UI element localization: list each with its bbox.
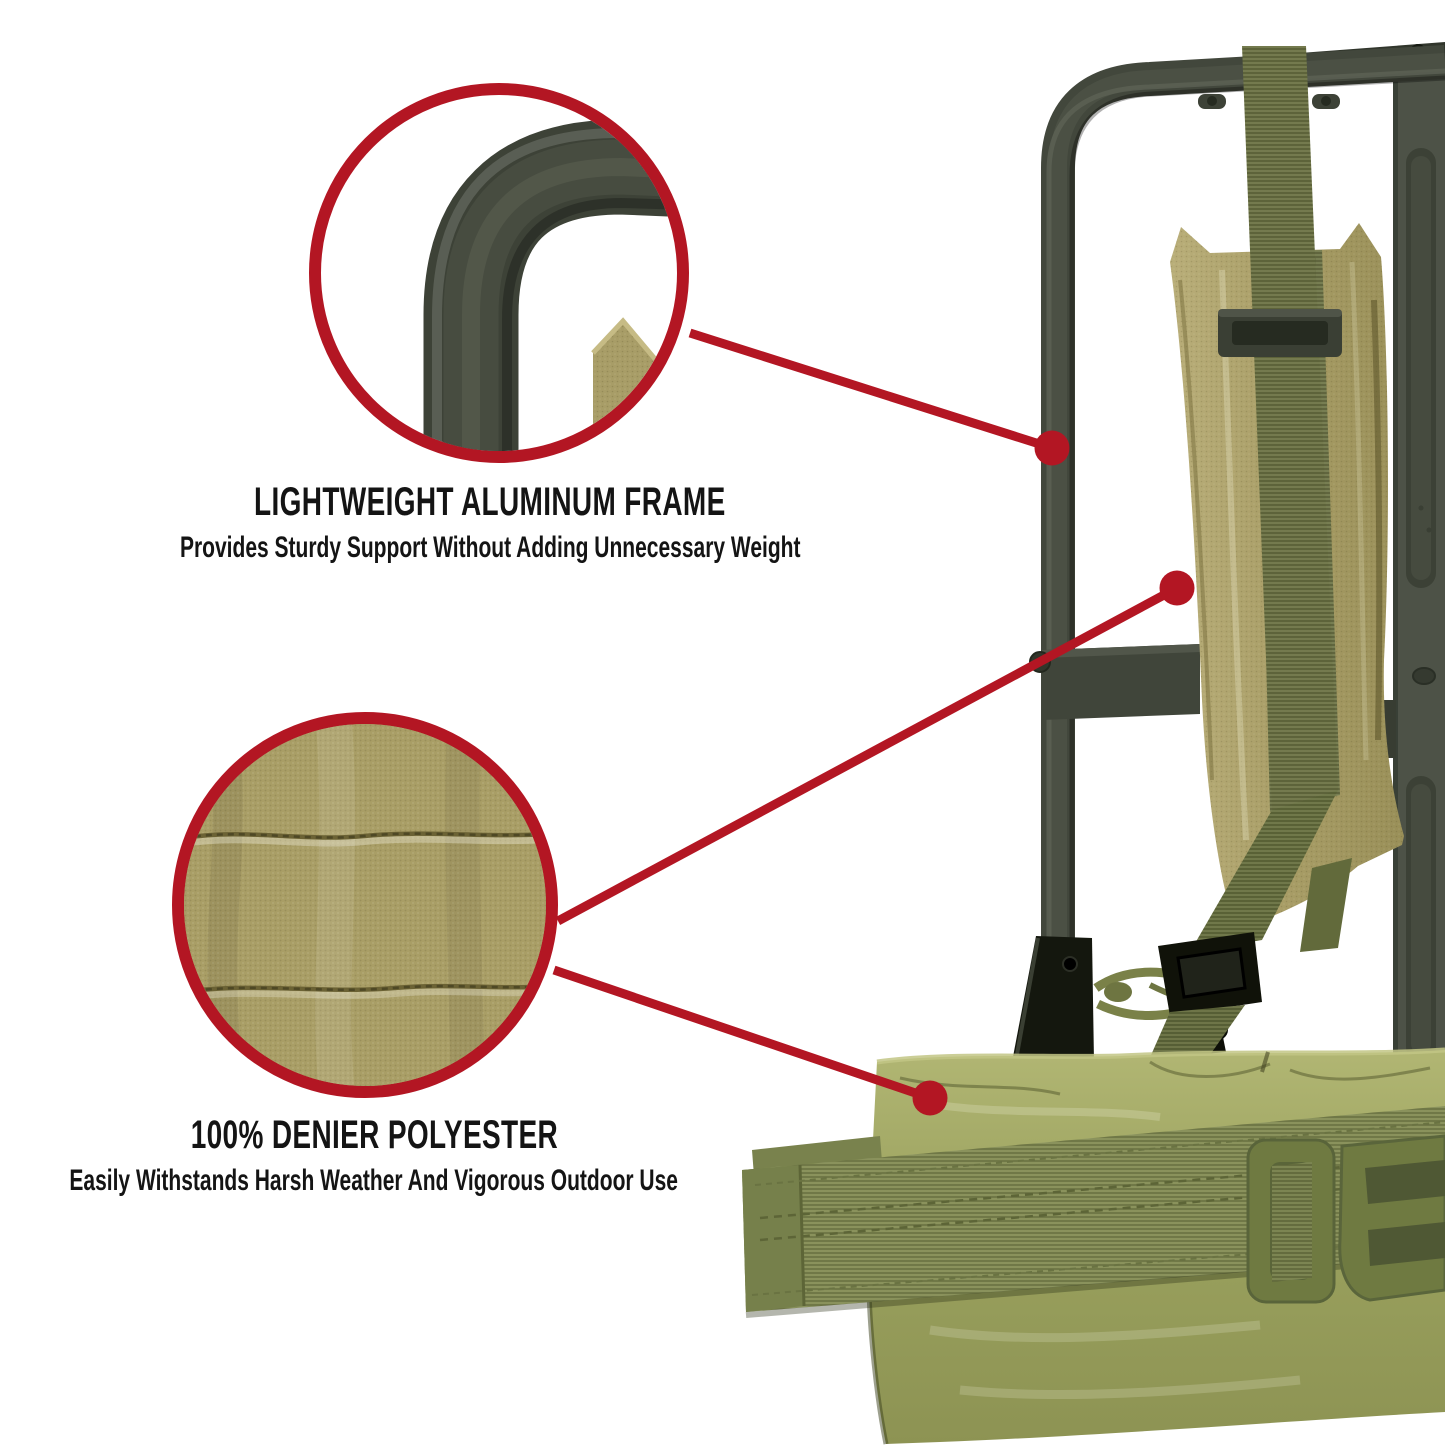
callout-polyester-title-text: 100% DENIER POLYESTER [190,1113,558,1157]
metal-slide-buckle [1218,309,1342,357]
callout-polyester-subtitle-text: Easily Withstands Harsh Weather And Vigo… [69,1164,679,1197]
stitch-seams [184,831,546,1001]
callout-polyester-subtitle: Easily Withstands Harsh Weather And Vigo… [0,1164,874,1198]
connector-dot-frame [1034,430,1070,466]
frame-foot [1012,936,1094,1062]
magnifier-circle-frame [309,83,689,463]
panel-bolt [1412,667,1436,685]
callout-frame-text: LIGHTWEIGHT ALUMINUM FRAME Provides Stur… [0,482,990,565]
callout-polyester-text: 100% DENIER POLYESTER Easily Withstands … [0,1115,874,1198]
frame-tube [1041,45,1445,958]
callout-polyester-title: 100% DENIER POLYESTER [0,1115,874,1155]
frame-lugs [1198,94,1340,109]
callout-frame-title-text: LIGHTWEIGHT ALUMINUM FRAME [254,480,726,524]
frame-corner-closeup [423,119,677,451]
side-release-buckle [1338,1134,1445,1302]
connector-line-strap [555,584,1180,925]
connector-line-pad [552,965,932,1103]
black-ladder-buckle [1148,932,1262,1062]
foot-bolt [1062,956,1078,972]
magnifier-circle-fabric [172,712,558,1098]
fabric-weave-closeup [184,724,546,1086]
back-panel [1393,70,1445,1065]
hanging-strap [1190,46,1352,952]
tri-glide-buckle [1246,1138,1336,1304]
callout-frame-title: LIGHTWEIGHT ALUMINUM FRAME [0,482,990,522]
callout-frame-subtitle-text: Provides Sturdy Support Without Adding U… [179,531,801,564]
connector-dot-pad [912,1080,948,1116]
connector-line-frame [688,328,1054,453]
connector-dot-strap [1159,570,1195,606]
callout-frame-subtitle: Provides Sturdy Support Without Adding U… [0,531,990,565]
